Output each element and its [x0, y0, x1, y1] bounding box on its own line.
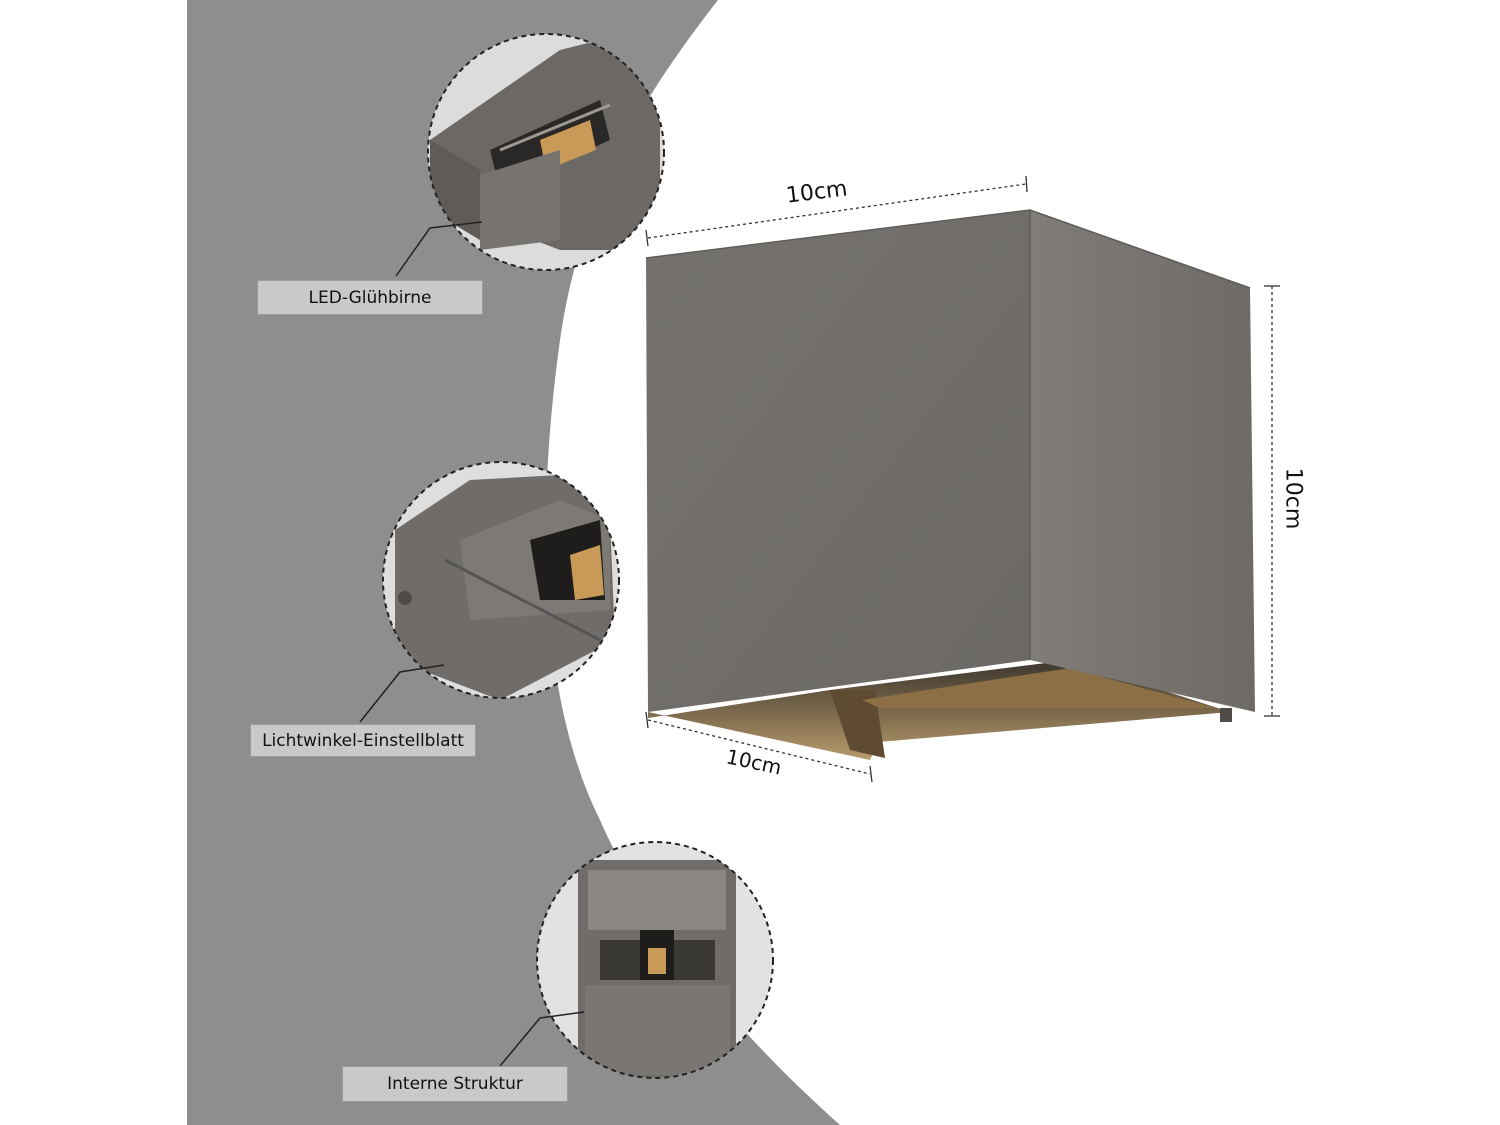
callout-label-led-bulb: LED-Glühbirne — [257, 280, 483, 315]
detail-led-bulb-circle — [427, 33, 665, 271]
leader-line-blade — [359, 664, 445, 723]
detail-adjustment-blade-circle — [382, 461, 620, 699]
detail-internal-structure-circle — [536, 841, 774, 1079]
callout-label-internal-structure: Interne Struktur — [342, 1066, 568, 1102]
wall-lamp-cube — [645, 209, 1255, 760]
callout-label-adjustment-blade: Lichtwinkel-Einstellblatt — [250, 724, 476, 757]
leader-line-internal — [499, 1011, 585, 1067]
dimension-height: 10cm — [1280, 467, 1306, 530]
leader-line-led — [395, 221, 483, 277]
dimension-lines — [645, 175, 1280, 783]
